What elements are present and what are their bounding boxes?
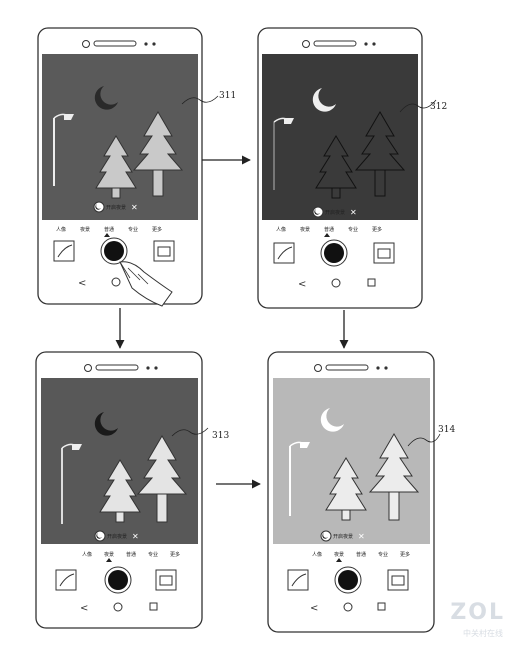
mode-label[interactable]: 普通 — [126, 551, 136, 558]
front-camera-icon — [314, 364, 322, 372]
mode-label[interactable]: 人像 — [276, 226, 286, 233]
recent-nav-icon[interactable] — [367, 278, 376, 287]
mode-label[interactable]: 人像 — [312, 551, 322, 558]
back-nav-icon[interactable]: < — [80, 603, 88, 614]
night-mode-badge[interactable]: 开启夜景 ✕ — [320, 530, 365, 542]
tree-icon — [325, 433, 420, 521]
moon-icon — [312, 88, 336, 112]
ref-label: 313 — [212, 431, 229, 441]
switch-camera-icon[interactable] — [153, 240, 175, 262]
ref-label: 314 — [438, 425, 455, 435]
streetlamp-icon — [61, 443, 82, 524]
mode-label[interactable]: 人像 — [82, 551, 92, 558]
shutter-button[interactable] — [324, 243, 344, 263]
home-nav-icon[interactable] — [113, 602, 123, 612]
badge-text: 开启夜景 — [106, 204, 126, 211]
mode-label[interactable]: 更多 — [152, 226, 162, 233]
mode-label[interactable]: 普通 — [356, 551, 366, 558]
watermark-logo: ZOL — [450, 600, 505, 625]
switch-camera-icon[interactable] — [373, 242, 395, 264]
mode-label[interactable]: 专业 — [348, 226, 358, 233]
badge-text: 开启夜景 — [333, 533, 353, 540]
close-icon[interactable]: ✕ — [358, 532, 365, 541]
close-icon[interactable]: ✕ — [350, 208, 357, 217]
recent-nav-icon[interactable] — [377, 602, 386, 611]
shutter-button[interactable] — [104, 241, 124, 261]
night-mode-badge[interactable]: 开启夜景 ✕ — [93, 201, 138, 213]
streetlamp-icon — [273, 117, 294, 190]
mode-label[interactable]: 专业 — [128, 226, 138, 233]
back-nav-icon[interactable]: < — [78, 278, 86, 289]
mode-label[interactable]: 人像 — [56, 226, 66, 233]
gallery-icon[interactable] — [55, 569, 77, 591]
tree-icon — [95, 111, 184, 199]
moon-icon — [320, 408, 344, 432]
mode-label[interactable]: 夜景 — [80, 226, 90, 233]
phone-311: 开启夜景 ✕ 人像 夜景 普通 专业 更多 < 311 — [37, 27, 236, 307]
gallery-icon[interactable] — [53, 240, 75, 262]
switch-camera-icon[interactable] — [155, 569, 177, 591]
back-nav-icon[interactable]: < — [310, 603, 318, 614]
phone-312: 开启夜景 ✕ 人像 夜景 普通 专业 更多 < 312 — [257, 27, 447, 309]
ref-label: 311 — [219, 91, 236, 101]
watermark-sub: 中关村在线 — [463, 629, 503, 638]
mode-label[interactable]: 夜景 — [334, 551, 344, 558]
switch-camera-icon[interactable] — [387, 569, 409, 591]
shutter-button[interactable] — [338, 570, 358, 590]
mode-label[interactable]: 夜景 — [300, 226, 310, 233]
streetlamp-icon — [53, 113, 74, 186]
mode-label[interactable]: 普通 — [104, 226, 114, 233]
mode-label[interactable]: 更多 — [170, 551, 180, 558]
mode-label[interactable]: 更多 — [372, 226, 382, 233]
ref-label: 312 — [430, 102, 447, 112]
mode-label[interactable]: 更多 — [400, 551, 410, 558]
night-mode-badge[interactable]: 开启夜景 ✕ — [312, 206, 357, 218]
hand-icon — [119, 261, 173, 307]
recent-nav-icon[interactable] — [149, 602, 158, 611]
gallery-icon[interactable] — [287, 569, 309, 591]
viewfinder — [273, 378, 430, 544]
home-nav-icon[interactable] — [111, 277, 121, 287]
phone-313: 开启夜景 ✕ 人像 夜景 普通 专业 更多 < 313 — [35, 351, 229, 629]
mode-label[interactable]: 专业 — [148, 551, 158, 558]
badge-text: 开启夜景 — [107, 533, 127, 540]
phone-314: 开启夜景 ✕ 人像 夜景 普通 专业 更多 < 314 — [267, 351, 455, 633]
tree-icon — [315, 111, 406, 199]
shutter-button[interactable] — [108, 570, 128, 590]
close-icon[interactable]: ✕ — [131, 203, 138, 212]
badge-text: 开启夜景 — [325, 209, 345, 216]
mode-bar: 人像 夜景 普通 专业 更多 — [276, 226, 382, 237]
streetlamp-icon — [289, 441, 310, 516]
moon-icon — [94, 86, 118, 110]
mode-label[interactable]: 夜景 — [104, 551, 114, 558]
gallery-icon[interactable] — [273, 242, 295, 264]
mode-bar: 人像 夜景 普通 专业 更多 — [82, 551, 180, 562]
night-mode-badge[interactable]: 开启夜景 ✕ — [94, 530, 139, 542]
front-camera-icon — [82, 40, 90, 48]
mode-label[interactable]: 专业 — [378, 551, 388, 558]
tree-icon — [99, 435, 188, 523]
home-nav-icon[interactable] — [343, 602, 353, 612]
mode-bar: 人像 夜景 普通 专业 更多 — [312, 551, 410, 562]
front-camera-icon — [84, 364, 92, 372]
mode-bar: 人像 夜景 普通 专业 更多 — [56, 226, 162, 237]
front-camera-icon — [302, 40, 310, 48]
moon-icon — [94, 412, 118, 436]
close-icon[interactable]: ✕ — [132, 532, 139, 541]
home-nav-icon[interactable] — [331, 278, 341, 288]
mode-label[interactable]: 普通 — [324, 226, 334, 233]
back-nav-icon[interactable]: < — [298, 279, 306, 290]
